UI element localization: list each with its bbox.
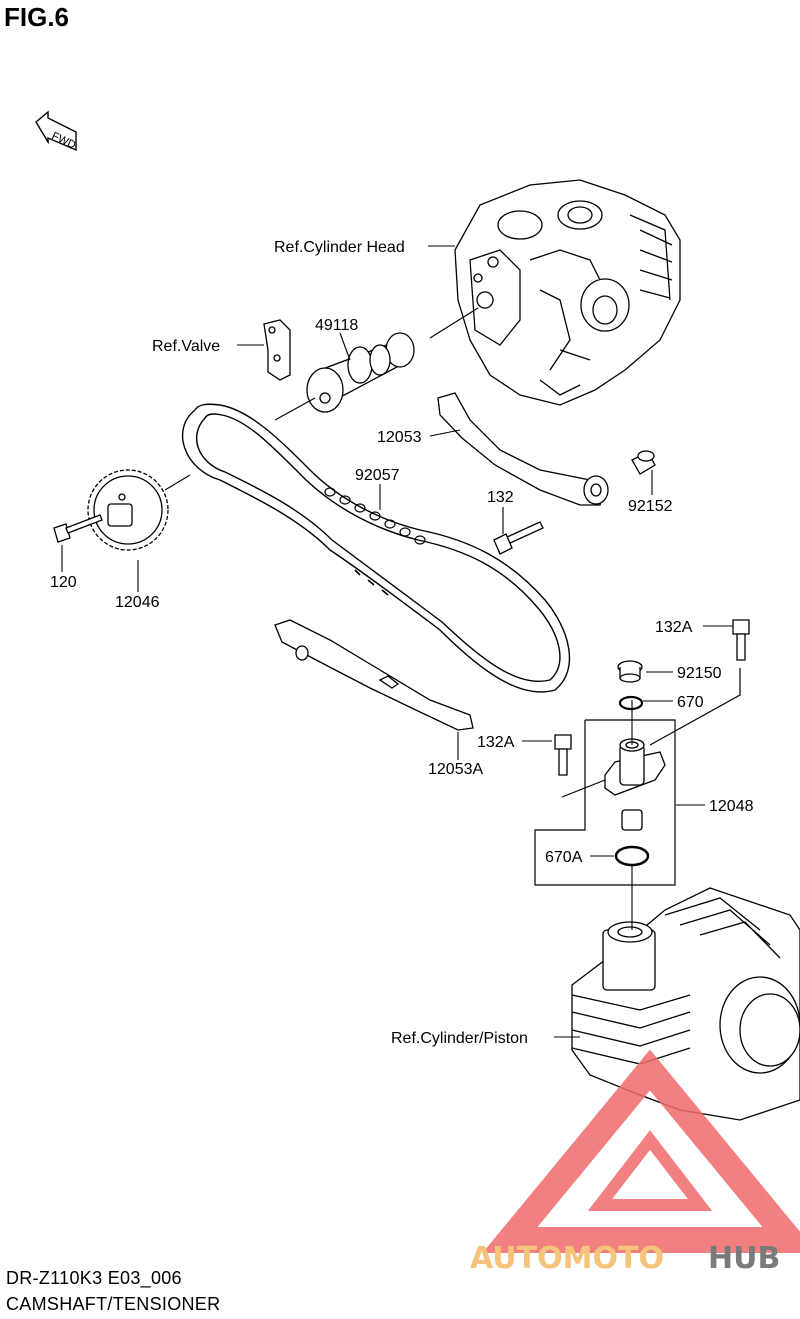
bolt-120-illustration	[53, 514, 103, 543]
footer-section-title: CAMSHAFT/TENSIONER	[6, 1294, 221, 1314]
watermark-brand-part2: HUB	[708, 1241, 780, 1276]
cam-sprocket-illustration	[87, 469, 169, 551]
label-92057: 92057	[355, 467, 400, 484]
watermark-logo	[482, 1049, 800, 1253]
bolt-132-illustration	[493, 521, 544, 555]
fwd-arrow-icon: FWD	[35, 110, 78, 152]
label-cylinder-head: Ref.Cylinder Head	[274, 239, 405, 256]
pin-92152-illustration	[631, 450, 656, 475]
o-ring-670A-illustration	[614, 845, 650, 867]
tensioner-illustration	[604, 738, 666, 831]
label-12053A: 12053A	[428, 761, 483, 778]
label-92150: 92150	[677, 665, 722, 682]
bolt-132A-left-illustration	[554, 734, 572, 776]
footer-model-code: DR-Z110K3 E03_006	[6, 1268, 182, 1288]
o-ring-670-illustration	[618, 695, 644, 711]
figure-title: FIG.6	[4, 2, 70, 32]
label-132A-top: 132A	[655, 619, 693, 636]
cylinder-head-illustration	[454, 179, 681, 406]
bolt-92150-illustration	[617, 660, 643, 683]
cam-chain-illustration	[181, 403, 571, 693]
watermark-brand-part1: AUTOMOTO	[470, 1241, 664, 1276]
reference-brackets	[534, 668, 741, 886]
label-12046: 12046	[115, 594, 160, 611]
bolt-132A-top-illustration	[732, 619, 750, 661]
cylinder-piston-illustration	[571, 887, 800, 1121]
camshaft-illustration	[306, 332, 415, 413]
label-49118: 49118	[315, 317, 358, 334]
label-120: 120	[50, 574, 77, 591]
label-92152: 92152	[628, 498, 673, 515]
label-cylinder-piston: Ref.Cylinder/Piston	[391, 1030, 528, 1047]
label-valve: Ref.Valve	[152, 338, 220, 355]
label-132A-left: 132A	[477, 734, 515, 751]
label-12048: 12048	[709, 798, 754, 815]
valve-plate-illustration	[263, 319, 291, 381]
label-670: 670	[677, 694, 704, 711]
label-670A: 670A	[545, 849, 583, 866]
chain-guide-12053-illustration	[437, 392, 609, 506]
label-12053: 12053	[377, 429, 422, 446]
label-132: 132	[487, 489, 514, 506]
chain-guide-12053A-illustration	[274, 619, 474, 731]
leader-lines	[61, 245, 733, 1038]
